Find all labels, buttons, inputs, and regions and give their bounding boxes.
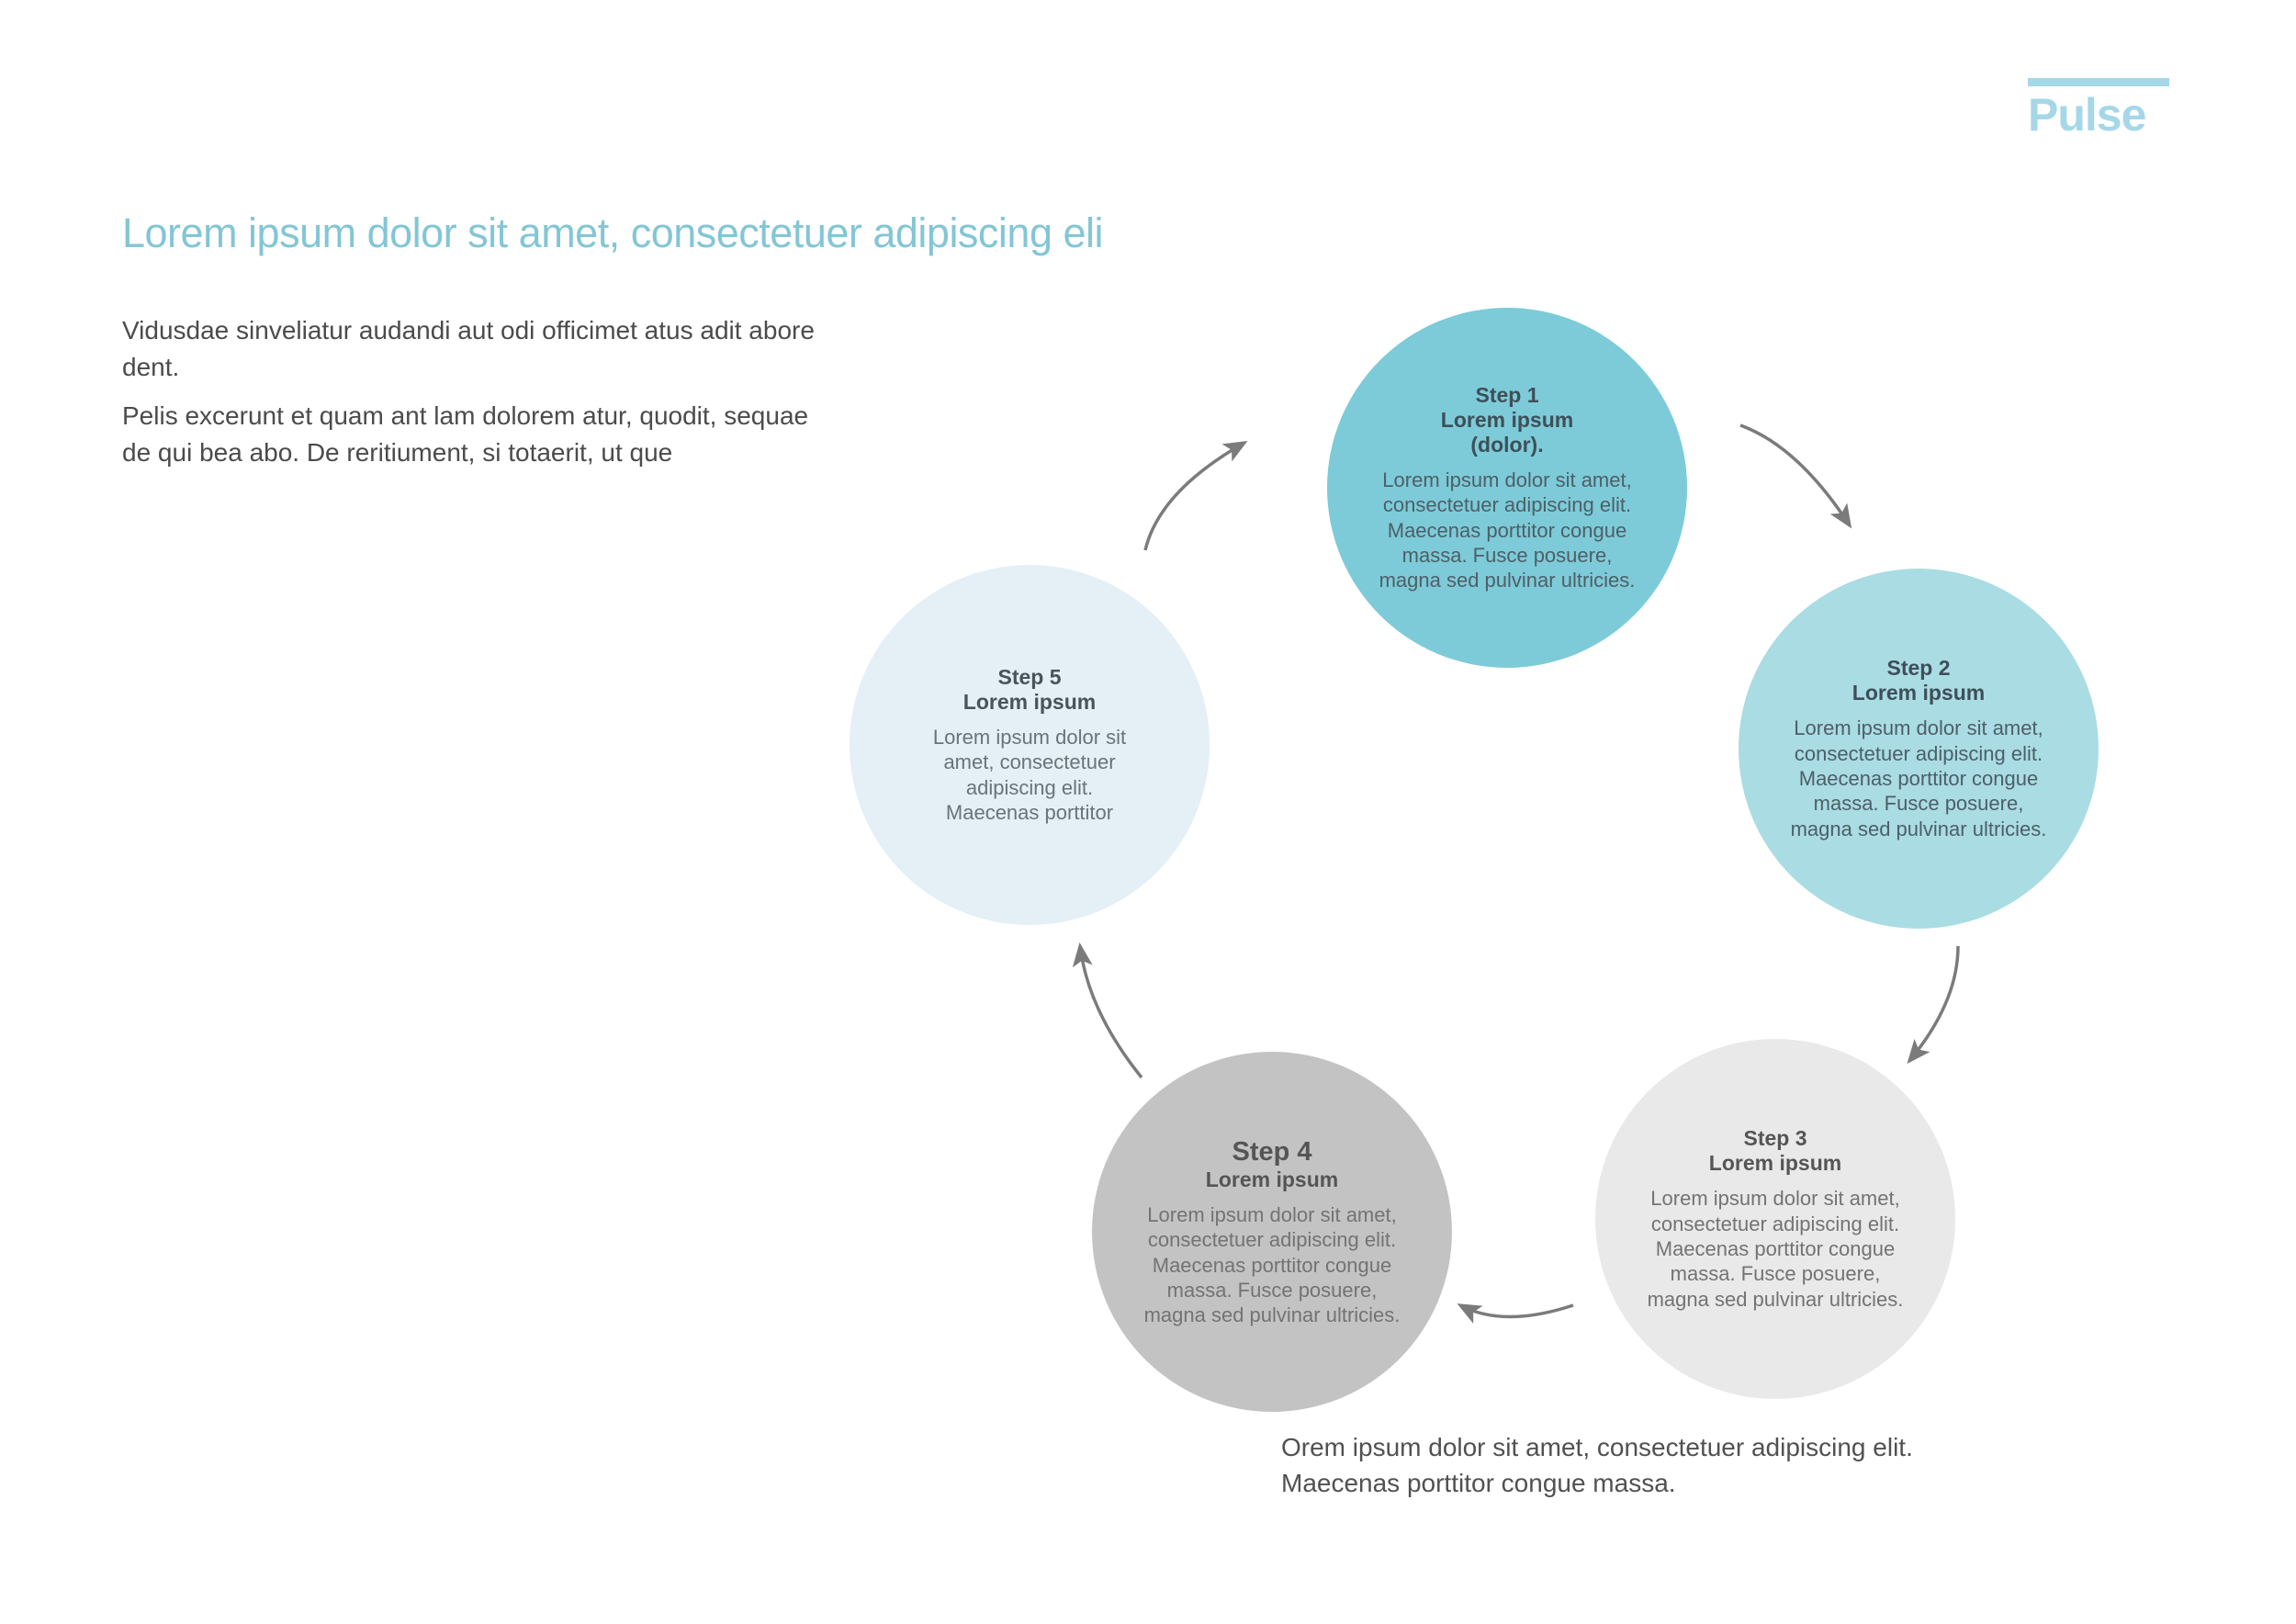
- step-2-label: Step 2: [1886, 656, 1951, 681]
- logo-text: Pulse: [2028, 89, 2146, 141]
- step-5-label: Step 5: [997, 664, 1062, 689]
- logo-bar: [2028, 78, 2169, 86]
- step-1-title: Lorem ipsum: [1440, 407, 1574, 432]
- brand-logo: Pulse: [2028, 78, 2171, 138]
- step-3-body: Lorem ipsum dolor sit amet, consectetuer…: [1647, 1187, 1904, 1311]
- step-3-label: Step 3: [1743, 1126, 1807, 1151]
- arrow-step3-to-step4: [1457, 1303, 1574, 1325]
- step-5-body: Lorem ipsum dolor sit amet, consectetuer…: [932, 726, 1127, 824]
- intro-paragraph-1: Vidusdae sinveliatur audandi aut odi off…: [122, 316, 815, 382]
- diagram-caption: Orem ipsum dolor sit amet, consectetuer …: [1281, 1433, 1913, 1498]
- arrow-step2-to-step3: [1907, 945, 1960, 1065]
- step-4-title: Lorem ipsum: [1205, 1167, 1339, 1191]
- step-5-circle: Step 5 Lorem ipsum Lorem ipsum dolor sit…: [850, 565, 1210, 925]
- page-title: Lorem ipsum dolor sit amet, consectetuer…: [122, 209, 1104, 256]
- arrow-step4-to-step5: [1072, 942, 1143, 1079]
- step-2-body: Lorem ipsum dolor sit amet, consectetuer…: [1790, 716, 2047, 840]
- step-3-circle: Step 3 Lorem ipsum Lorem ipsum dolor sit…: [1595, 1039, 1955, 1399]
- step-5-title: Lorem ipsum: [962, 689, 1097, 714]
- arrow-step1-to-step2: [1739, 423, 1852, 529]
- step-4-circle: Step 4 Lorem ipsum Lorem ipsum dolor sit…: [1092, 1052, 1452, 1412]
- step-1-label: Step 1: [1475, 382, 1539, 407]
- step-4-body: Lorem ipsum dolor sit amet, consectetuer…: [1143, 1203, 1401, 1327]
- step-3-title: Lorem ipsum: [1708, 1151, 1842, 1176]
- step-2-title: Lorem ipsum: [1851, 681, 1986, 705]
- step-2-circle: Step 2 Lorem ipsum Lorem ipsum dolor sit…: [1739, 569, 2099, 929]
- step-1-circle: Step 1 Lorem ipsum (dolor). Lorem ipsum …: [1327, 308, 1687, 668]
- step-1-body: Lorem ipsum dolor sit amet, consectetuer…: [1379, 468, 1636, 592]
- step-4-label: Step 4: [1232, 1136, 1312, 1167]
- arrow-step5-to-step1: [1143, 441, 1248, 551]
- step-1-subtitle: (dolor).: [1470, 432, 1544, 457]
- intro-text: Vidusdae sinveliatur audandi aut odi off…: [122, 312, 816, 482]
- intro-paragraph-2: Pelis excerunt et quam ant lam dolorem a…: [122, 400, 809, 467]
